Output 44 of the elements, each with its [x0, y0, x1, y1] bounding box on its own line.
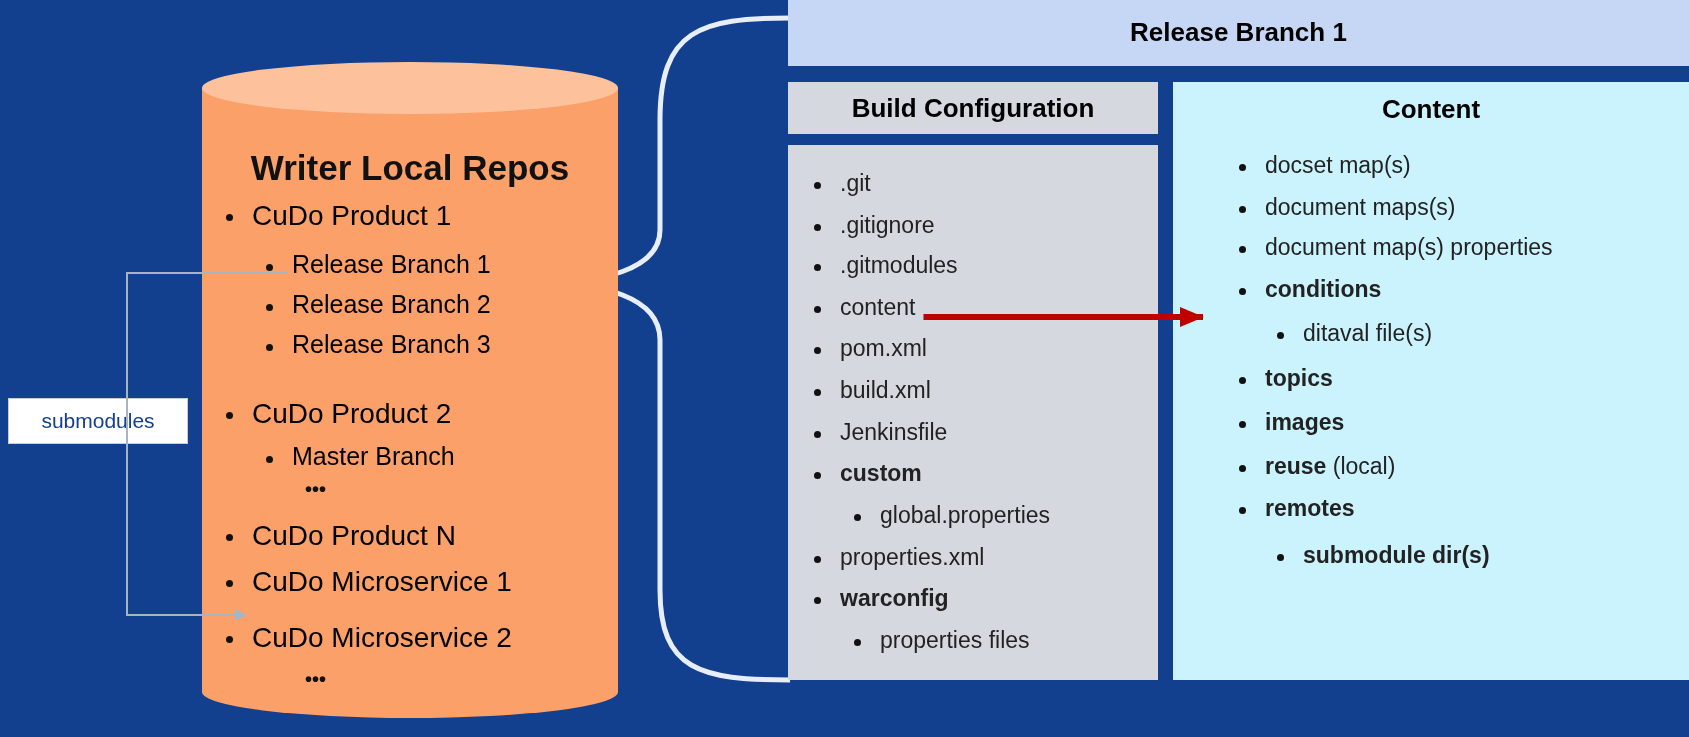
file-list-item: conditions: [1265, 276, 1382, 303]
cylinder-title: Writer Local Repos: [249, 148, 571, 188]
file-list-item: document maps(s): [1265, 194, 1456, 221]
file-list-item: Jenkinsfile: [840, 419, 948, 446]
heading-text: Build Configuration: [850, 93, 1096, 124]
file-list-item: pom.xml: [840, 335, 927, 362]
file-list-item: submodule dir(s): [1303, 542, 1490, 569]
file-list-item: images: [1265, 409, 1345, 436]
repo-list-item: Release Branch 2: [292, 290, 491, 319]
panel: [1173, 82, 1689, 680]
file-list-item: properties.xml: [840, 544, 985, 571]
repo-list-item: CuDo Product 1: [252, 200, 452, 232]
repo-list-item: Master Branch: [292, 442, 455, 471]
file-list-item: warconfig: [840, 585, 949, 612]
section-header: [788, 82, 1158, 134]
repo-list-item: CuDo Product N: [252, 520, 456, 552]
edge-label: submodules: [8, 398, 188, 444]
file-list-item: build.xml: [840, 377, 931, 404]
file-list-item: properties files: [880, 627, 1030, 654]
repo-list-item: CuDo Microservice 2: [252, 622, 512, 654]
panel-heading: Content: [1380, 94, 1482, 125]
file-list-item: content: [840, 294, 916, 321]
arrow: [923, 307, 1204, 327]
file-list-item: .gitmodules: [840, 252, 958, 279]
ellipsis-text: •••: [305, 668, 326, 691]
panel: [788, 145, 1158, 680]
file-list-item: topics: [1265, 365, 1333, 392]
file-list-item: remotes: [1265, 495, 1355, 522]
file-list-item: document map(s) properties: [1265, 234, 1553, 261]
repo-list-item: CuDo Microservice 1: [252, 566, 512, 598]
file-list-item: reuse (local): [1265, 453, 1396, 480]
file-list-item: global.properties: [880, 502, 1051, 529]
repo-list-item: Release Branch 1: [292, 250, 491, 279]
file-list-item: custom: [840, 460, 922, 487]
arrow: [126, 272, 289, 621]
ellipsis-text: •••: [305, 478, 326, 501]
file-list-item: docset map(s): [1265, 152, 1411, 179]
heading-text: Release Branch 1: [1129, 17, 1348, 48]
file-list-item: ditaval file(s): [1303, 320, 1433, 347]
file-list-item: .git: [840, 170, 871, 197]
file-list-item: .gitignore: [840, 212, 935, 239]
title-band: [788, 0, 1689, 66]
repo-list-item: CuDo Product 2: [252, 398, 452, 430]
repo-list-item: Release Branch 3: [292, 330, 491, 359]
